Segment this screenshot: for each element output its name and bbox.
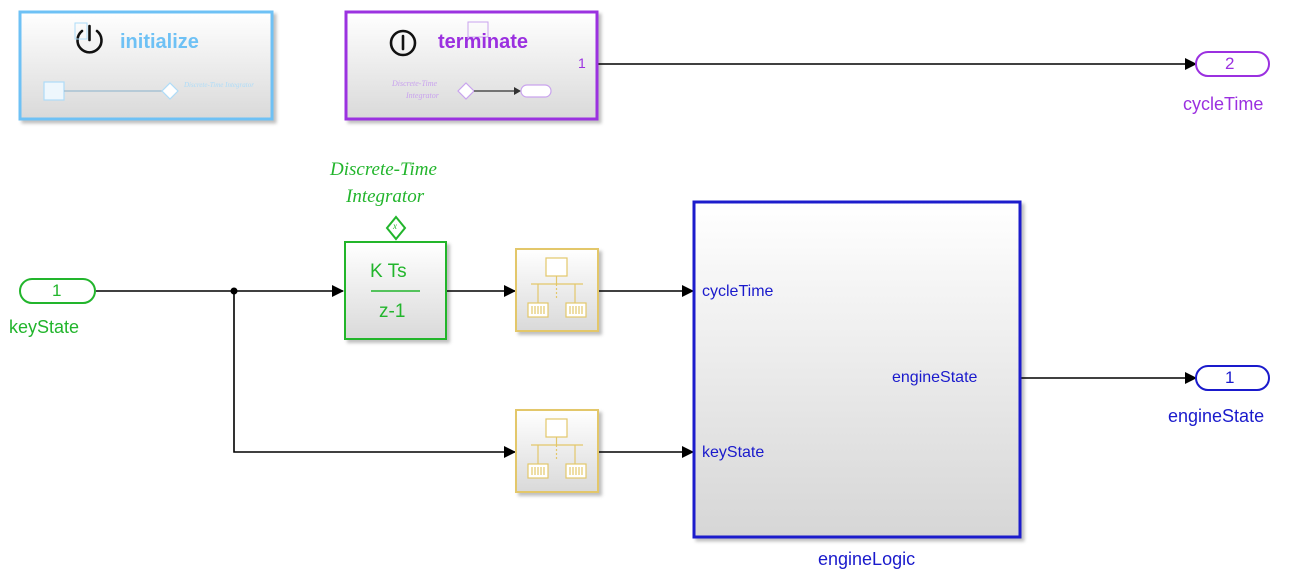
data-store-block-keystate[interactable] xyxy=(515,409,599,493)
engine-logic-subsystem[interactable] xyxy=(692,200,1022,539)
inner-outport-icon xyxy=(520,84,552,98)
signal-lines xyxy=(96,58,1197,458)
data-store-memory-icon xyxy=(527,418,587,479)
integrator-label-line2: Integrator xyxy=(346,186,425,207)
data-store-memory-icon xyxy=(527,257,587,318)
terminate-title: terminate xyxy=(438,31,529,53)
subsystem-output-enginestate: engineState xyxy=(892,369,978,386)
terminate-inner-integrator-label-1: Discrete-Time xyxy=(392,79,438,88)
inner-memory-icon xyxy=(43,81,65,101)
power-on-icon xyxy=(76,24,103,54)
subsystem-name: engineLogic xyxy=(818,549,916,569)
power-off-icon xyxy=(389,29,417,57)
outport-cycletime-name: cycleTime xyxy=(1183,94,1264,114)
outport-enginestate-number: 1 xyxy=(1225,368,1235,387)
terminate-block[interactable] xyxy=(344,10,599,121)
state-port-diamond-icon[interactable] xyxy=(385,215,407,241)
outport-cycletime-shape[interactable] xyxy=(1195,51,1270,77)
inner-state-diamond-icon xyxy=(457,82,475,100)
integrator-numerator: K Ts xyxy=(370,261,407,282)
terminate-inner-integrator-label-2: Integrator xyxy=(406,91,439,100)
inport-keystate-shape[interactable] xyxy=(19,278,96,304)
inport-keystate-number: 1 xyxy=(52,281,62,300)
integrator-label-line1: Discrete-Time xyxy=(330,159,437,180)
terminate-port-out-label: 1 xyxy=(578,55,586,71)
outport-cycletime-number: 2 xyxy=(1225,54,1235,73)
initialize-block[interactable] xyxy=(18,10,274,121)
subsystem-input-cycletime: cycleTime xyxy=(702,283,774,300)
subsystem-input-keystate: keyState xyxy=(702,444,765,461)
initialize-inner-integrator-label: Discrete-Time Integrator xyxy=(184,81,254,89)
inner-port-icon xyxy=(74,22,88,40)
discrete-time-integrator-block[interactable] xyxy=(344,215,447,340)
inner-port-icon xyxy=(467,21,489,38)
integrator-state-port-label: x xyxy=(393,221,397,231)
outport-enginestate-name: engineState xyxy=(1168,406,1265,426)
inport-keystate-name: keyState xyxy=(9,317,80,337)
initialize-title: initialize xyxy=(120,31,199,53)
inner-state-diamond-icon xyxy=(161,82,179,100)
branch-point xyxy=(230,287,238,295)
data-store-block-cycletime[interactable] xyxy=(515,248,599,332)
outport-enginestate-shape[interactable] xyxy=(1195,365,1270,391)
line-branch-to-keystate-store[interactable] xyxy=(233,291,516,458)
integrator-denominator: z-1 xyxy=(379,301,406,322)
